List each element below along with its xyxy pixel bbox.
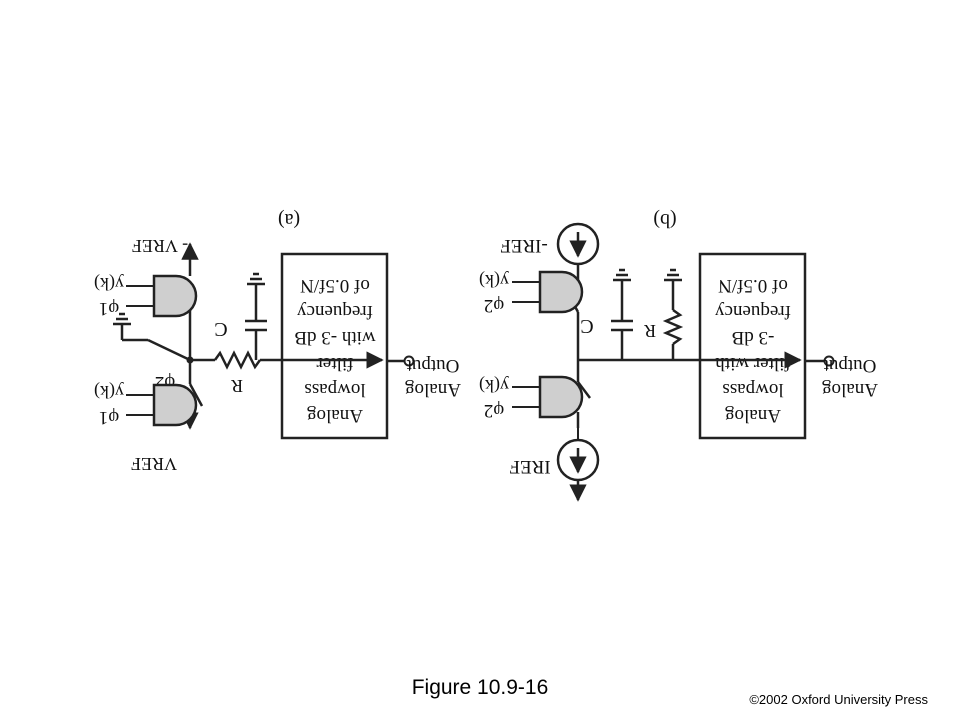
panel-a-output-terminal	[403, 355, 415, 367]
panel-b-block-line-3: filter with	[715, 353, 791, 374]
panel-a-filter-block	[280, 252, 389, 440]
panel-b-bottom-and-gate	[538, 375, 584, 419]
panel-b-output-label-1: Analog	[822, 379, 878, 400]
panel-a-top-gate-input-1: φ1	[99, 298, 119, 319]
panel-b-output-label-2: Output	[823, 355, 877, 376]
rotated-diagram: (b) Analog lowpass filter with -3 dB fre…	[94, 209, 878, 502]
panel-a-bottom-rail-label: VREF	[131, 454, 177, 474]
panel-b-capacitor-label: C	[580, 315, 593, 337]
panel-b-block-line-1: Analog	[725, 405, 781, 426]
panel-b-top-source-label: -IREF	[500, 235, 548, 256]
panel-a-bottom-gate-input-2: y(k)	[94, 381, 124, 402]
panel-b-resistor	[662, 268, 684, 360]
panel-a-bottom-gate-input-1: φ1	[99, 407, 119, 428]
panel-b-block-line-4: -3 dB	[732, 327, 775, 348]
panel-b-top-branch	[512, 222, 600, 314]
panel-b-capacitor	[611, 268, 633, 360]
panel-a-ground-switch	[113, 312, 191, 362]
copyright-notice: ©2002 Oxford University Press	[749, 692, 928, 707]
panel-a-block-text: Analog lowpass filter with -3 dB frequen…	[294, 275, 375, 426]
panel-b-block-line-5: frequency	[715, 301, 791, 322]
panel-b-bottom-source-label: IREF	[509, 456, 550, 477]
panel-b-output-terminal	[823, 355, 835, 367]
panel-a-block-line-5: frequency	[297, 301, 373, 322]
panel-b-bottom-gate-input-2: y(k)	[479, 375, 509, 396]
panel-a-top-gate-input-2: y(k)	[94, 273, 124, 294]
panel-a: (a) Analog lowpass filter with -3 dB fre…	[94, 209, 461, 474]
panel-a-top-branch	[126, 242, 199, 318]
panel-a-block-line-2: lowpass	[304, 379, 365, 400]
panel-a-bottom-branch	[126, 383, 204, 430]
panel-a-block-line-1: Analog	[307, 405, 363, 426]
panel-a-resistor-label: R	[231, 376, 243, 396]
panel-b-block-text: Analog lowpass filter with -3 dB frequen…	[715, 275, 791, 426]
panel-a-tag: (a)	[278, 209, 300, 231]
figure-caption: Figure 10.9-16	[411, 676, 549, 699]
panel-a-block-line-4: with -3 dB	[294, 327, 375, 348]
panel-b-top-gate-input-2: y(k)	[479, 270, 509, 291]
panel-b-bottom-branch	[512, 375, 600, 502]
panel-a-resistor	[190, 350, 262, 370]
panel-a-top-rail-label: - VREF	[132, 236, 188, 256]
panel-b-tag: (b)	[653, 209, 676, 231]
panel-a-bottom-and-gate	[152, 383, 198, 427]
panel-b-bottom-gate-input-1: φ2	[484, 400, 504, 421]
panel-a-block-line-3: filter	[316, 353, 354, 374]
panel-b-block-line-2: lowpass	[722, 379, 783, 400]
panel-b-top-and-gate	[538, 270, 584, 314]
panel-a-capacitor	[245, 272, 267, 360]
panel-a-capacitor-label: C	[214, 318, 227, 340]
panel-a-output-label-2: Output	[406, 355, 460, 376]
panel-b-block-line-6: of 0.5f/N	[718, 275, 788, 296]
panel-b: (b) Analog lowpass filter with -3 dB fre…	[479, 209, 878, 502]
panel-b-resistor-label: R	[644, 321, 656, 341]
panel-b-top-gate-input-1: φ2	[484, 295, 504, 316]
panel-a-output-label-1: Analog	[405, 379, 461, 400]
panel-a-block-line-6: of 0.5f/N	[300, 275, 370, 296]
panel-a-top-and-gate	[152, 274, 198, 318]
panel-b-filter-block	[698, 252, 807, 440]
